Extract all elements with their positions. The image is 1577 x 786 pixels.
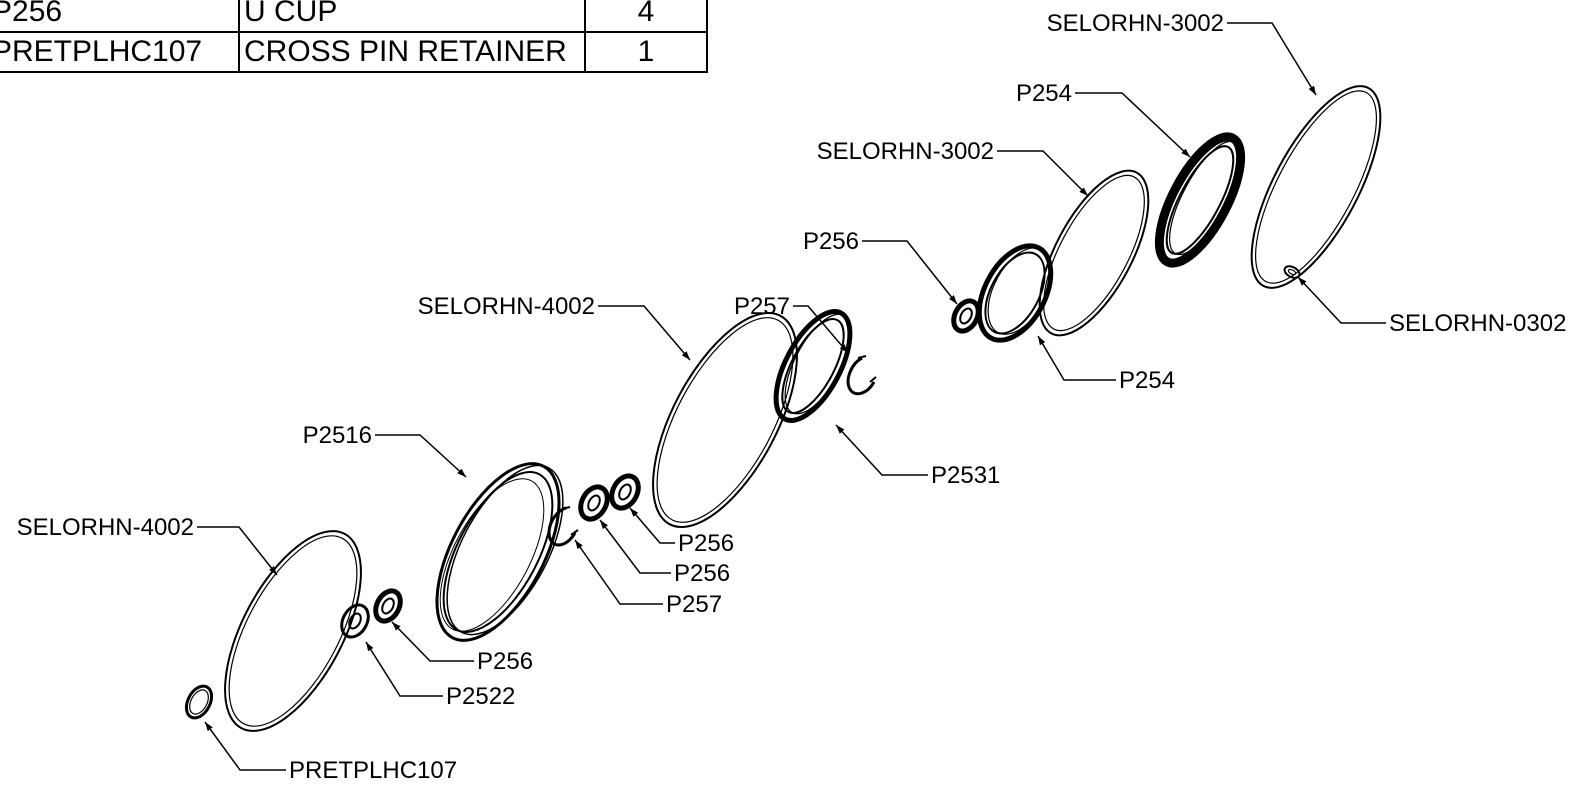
leader-line xyxy=(375,434,467,478)
o-ring-selorhn-0302 xyxy=(1283,265,1301,279)
callout-label: P256 xyxy=(803,228,859,255)
u-cup-p256-lower xyxy=(373,588,403,624)
callout-label: P256 xyxy=(477,648,533,675)
o-ring-selorhn-4002-middle xyxy=(652,311,798,529)
cross-pin-retainer-pretplhc107 xyxy=(184,684,214,720)
callout-label: P256 xyxy=(678,530,734,557)
leader-line xyxy=(997,150,1089,197)
leader-line xyxy=(365,641,443,697)
leader-line xyxy=(793,305,849,354)
bill-of-materials-table: P256 U CUP 4 PRETPLHC107 CROSS PIN RETAI… xyxy=(0,0,708,73)
callout-label: P2522 xyxy=(446,683,515,710)
seal-p254-lower xyxy=(976,243,1054,343)
leader-line xyxy=(629,507,675,544)
leader-line xyxy=(598,305,691,361)
callout-label: P254 xyxy=(1016,80,1072,107)
leader-line xyxy=(1227,22,1317,96)
callout-label: SELORHN-0302 xyxy=(1389,310,1566,337)
leader-line xyxy=(1297,276,1386,324)
leader-line xyxy=(1037,335,1116,381)
o-ring-selorhn-4002-bottom xyxy=(224,530,362,732)
piston-seal-p2516 xyxy=(435,462,564,642)
callout-label: SELORHN-4002 xyxy=(418,293,595,320)
bom-row: PRETPLHC107 CROSS PIN RETAINER 1 xyxy=(0,31,708,73)
callout-label: P257 xyxy=(734,293,790,320)
leader-line xyxy=(574,539,663,605)
bom-quantity: 1 xyxy=(584,31,708,73)
u-cup-p256-right xyxy=(609,473,641,511)
leader-line xyxy=(204,721,286,771)
bom-description: U CUP xyxy=(238,0,586,33)
seal-p2531 xyxy=(773,309,853,423)
callout-label: P256 xyxy=(674,560,730,587)
leader-line xyxy=(599,519,671,574)
leader-line xyxy=(1075,92,1191,158)
bom-row: P256 U CUP 4 xyxy=(0,0,708,33)
bom-part-number: PRETPLHC107 xyxy=(0,31,240,73)
leader-line xyxy=(835,424,928,476)
u-cup-p256-upper xyxy=(951,298,981,334)
leader-line xyxy=(197,526,278,576)
leader-line xyxy=(862,240,958,305)
u-cup-p256-left xyxy=(578,484,610,522)
o-ring-selorhn-3002-top xyxy=(1250,85,1382,289)
callout-label: SELORHN-3002 xyxy=(817,138,994,165)
callout-label: P2531 xyxy=(931,462,1000,489)
seal-p254-upper xyxy=(1154,132,1246,268)
bom-description: CROSS PIN RETAINER xyxy=(238,31,586,73)
washer-p2522 xyxy=(340,603,370,639)
callout-label: P254 xyxy=(1119,367,1175,394)
bom-quantity: 4 xyxy=(584,0,708,33)
callout-label: P2516 xyxy=(303,422,372,449)
callout-label: P257 xyxy=(666,591,722,618)
callout-label: SELORHN-3002 xyxy=(1047,10,1224,37)
leader-line xyxy=(391,621,474,662)
o-ring-selorhn-3002-middle xyxy=(1038,169,1150,337)
callout-label: PRETPLHC107 xyxy=(289,757,457,784)
bom-part-number: P256 xyxy=(0,0,240,33)
retaining-ring-p257-upper xyxy=(846,355,877,396)
callout-label: SELORHN-4002 xyxy=(17,514,194,541)
